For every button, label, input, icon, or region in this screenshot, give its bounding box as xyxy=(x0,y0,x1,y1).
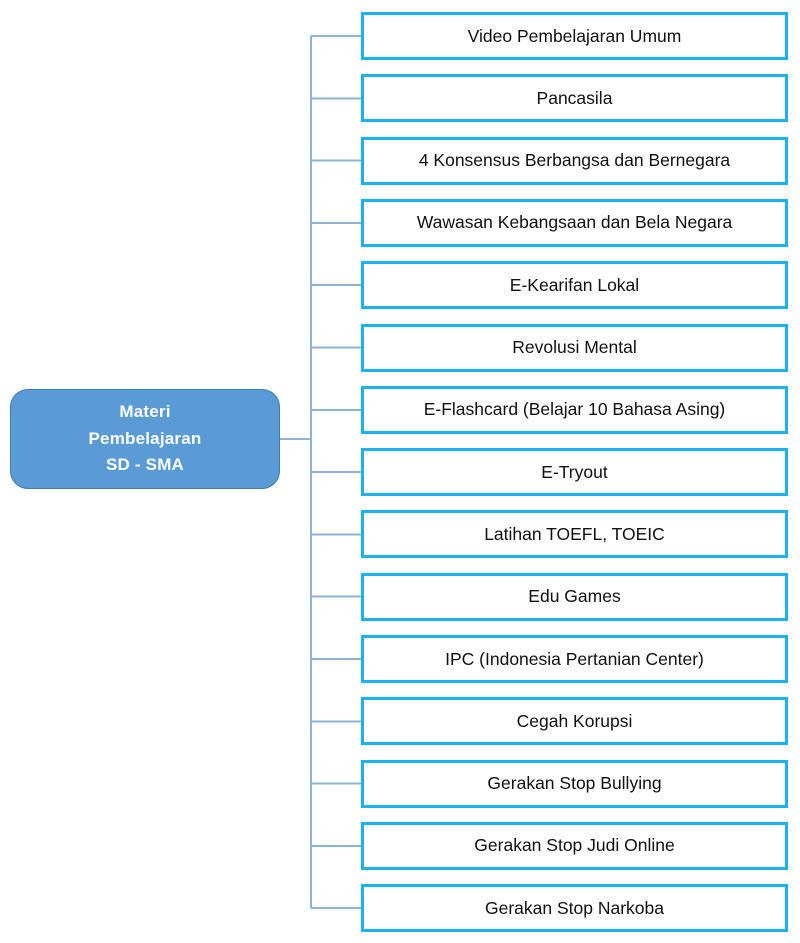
leaf-node-label: Latihan TOEFL, TOEIC xyxy=(484,523,665,544)
leaf-node-label: Edu Games xyxy=(528,586,621,607)
leaf-node-label: 4 Konsensus Berbangsa dan Bernegara xyxy=(418,150,731,171)
leaf-node[interactable]: Revolusi Mental xyxy=(361,323,788,372)
leaf-node[interactable]: Gerakan Stop Bullying xyxy=(361,759,788,808)
leaf-node[interactable]: Wawasan Kebangsaan dan Bela Negara xyxy=(361,198,788,247)
leaf-node[interactable]: E-Flashcard (Belajar 10 Bahasa Asing) xyxy=(361,385,788,434)
leaf-node-label: Revolusi Mental xyxy=(512,337,637,357)
leaf-node[interactable]: Video Pembelajaran Umum xyxy=(361,12,788,60)
leaf-node-label: Gerakan Stop Narkoba xyxy=(485,897,664,918)
leaf-node[interactable]: Gerakan Stop Judi Online xyxy=(361,821,788,870)
leaf-node[interactable]: Pancasila xyxy=(361,74,788,123)
leaf-node[interactable]: Gerakan Stop Narkoba xyxy=(361,884,788,933)
leaf-node-label: Cegah Korupsi xyxy=(516,710,633,731)
leaf-node[interactable]: Cegah Korupsi xyxy=(361,697,788,746)
leaf-node-label: E-Flashcard (Belajar 10 Bahasa Asing) xyxy=(423,399,726,420)
leaf-node-label: Gerakan Stop Bullying xyxy=(487,773,662,794)
leaf-node[interactable]: IPC (Indonesia Pertanian Center) xyxy=(361,635,788,683)
leaf-node[interactable]: Latihan TOEFL, TOEIC xyxy=(361,510,788,559)
leaf-node-label: Video Pembelajaran Umum xyxy=(467,25,682,46)
leaf-node-label: Wawasan Kebangsaan dan Bela Negara xyxy=(416,212,733,233)
leaf-node-label: Pancasila xyxy=(536,87,613,108)
root-node[interactable]: Materi Pembelajaran SD - SMA xyxy=(10,389,280,489)
leaf-node-label: Gerakan Stop Judi Online xyxy=(474,835,675,856)
leaf-node[interactable]: E-Kearifan Lokal xyxy=(361,261,788,310)
leaf-node[interactable]: Edu Games xyxy=(361,572,788,621)
leaf-node-label: E-Tryout xyxy=(541,461,608,482)
leaf-node-label: E-Kearifan Lokal xyxy=(509,274,640,295)
leaf-node[interactable]: 4 Konsensus Berbangsa dan Bernegara xyxy=(361,136,788,185)
leaf-node-label: IPC (Indonesia Pertanian Center) xyxy=(445,648,704,669)
root-node-label: Materi Pembelajaran SD - SMA xyxy=(88,402,202,475)
leaf-node[interactable]: E-Tryout xyxy=(361,448,788,497)
